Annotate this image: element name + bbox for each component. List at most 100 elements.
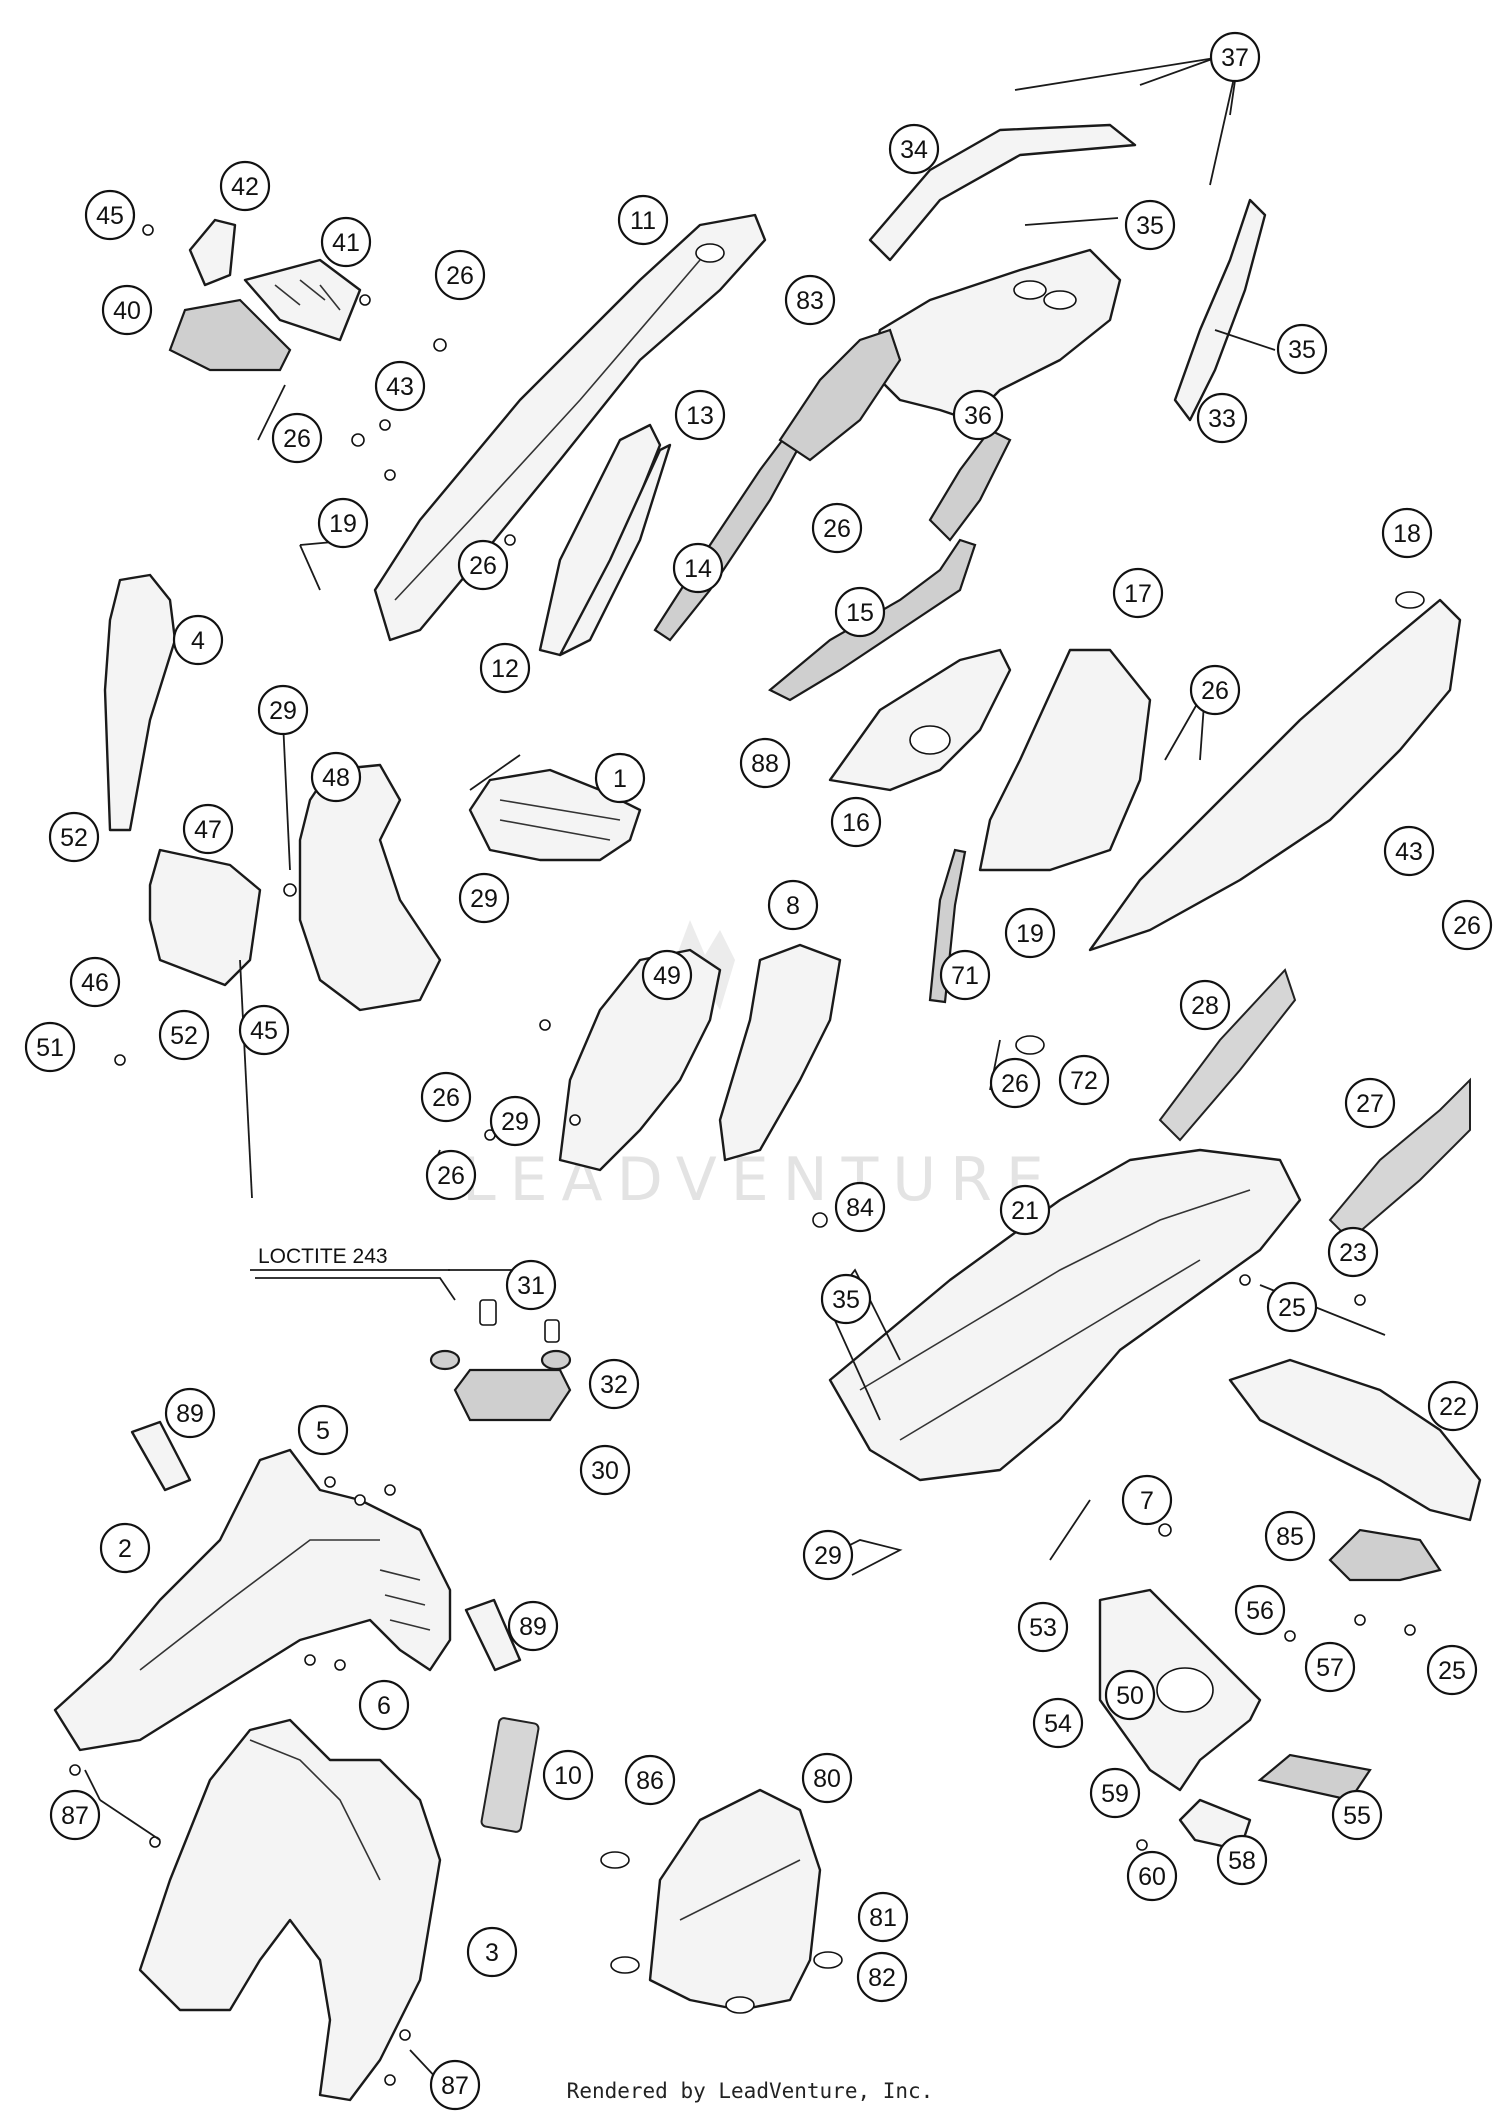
callout-21: 21 <box>999 1184 1051 1236</box>
callout-circle <box>1017 1601 1069 1653</box>
callout-number: 51 <box>36 1034 64 1062</box>
callout-circle <box>1327 1226 1379 1278</box>
callout-number: 88 <box>751 750 779 778</box>
callout-circle <box>1104 1669 1156 1721</box>
callout-71: 71 <box>939 949 991 1001</box>
callout-circle <box>802 1529 854 1581</box>
callout-88: 88 <box>739 737 791 789</box>
callout-circle <box>767 879 819 931</box>
callout-26: 26 <box>457 539 509 591</box>
callout-43: 43 <box>374 360 426 412</box>
callout-circle <box>857 1891 909 1943</box>
callout-4: 4 <box>172 614 224 666</box>
callout-number: 48 <box>322 764 350 792</box>
callout-number: 13 <box>686 402 714 430</box>
callout-circle <box>69 956 121 1008</box>
callout-number: 4 <box>191 627 205 655</box>
callout-26: 26 <box>434 249 486 301</box>
callout-circle <box>820 1273 872 1325</box>
callout-circle <box>317 497 369 549</box>
callout-82: 82 <box>856 1951 908 2003</box>
callout-circle <box>617 194 669 246</box>
callout-number: 18 <box>1393 520 1421 548</box>
callout-circle <box>271 412 323 464</box>
callout-circle <box>1304 1641 1356 1693</box>
callout-37: 37 <box>1209 31 1261 83</box>
callout-circle <box>507 1600 559 1652</box>
callout-26: 26 <box>420 1071 472 1123</box>
callout-29: 29 <box>257 684 309 736</box>
callout-48: 48 <box>310 751 362 803</box>
callout-circle <box>1004 907 1056 959</box>
callout-number: 25 <box>1438 1657 1466 1685</box>
callout-number: 80 <box>813 1765 841 1793</box>
callout-number: 26 <box>446 262 474 290</box>
callout-13: 13 <box>674 389 726 441</box>
callout-35: 35 <box>1124 199 1176 251</box>
callout-circle <box>434 249 486 301</box>
callout-circle <box>425 1149 477 1201</box>
callout-52: 52 <box>158 1009 210 1061</box>
callout-circle <box>624 1754 676 1806</box>
callout-circle <box>1234 1584 1286 1636</box>
callout-circle <box>1209 31 1261 83</box>
callout-circle <box>739 737 791 789</box>
callout-circle <box>1189 664 1241 716</box>
callout-number: 25 <box>1278 1294 1306 1322</box>
callout-41: 41 <box>320 216 372 268</box>
callout-86: 86 <box>624 1754 676 1806</box>
callout-10: 10 <box>542 1749 594 1801</box>
callout-circle <box>310 751 362 803</box>
callout-34: 34 <box>888 123 940 175</box>
callout-18: 18 <box>1381 507 1433 559</box>
callout-26: 26 <box>811 502 863 554</box>
callout-26: 26 <box>989 1057 1041 1109</box>
callout-89: 89 <box>507 1600 559 1652</box>
callout-circle <box>164 1387 216 1439</box>
callout-number: 86 <box>636 1767 664 1795</box>
callout-number: 89 <box>176 1400 204 1428</box>
callout-number: 26 <box>1453 912 1481 940</box>
callout-30: 30 <box>579 1444 631 1496</box>
callout-circle <box>320 216 372 268</box>
callout-circle <box>358 1679 410 1731</box>
callout-number: 29 <box>470 885 498 913</box>
callout-25: 25 <box>1266 1281 1318 1333</box>
callout-83: 83 <box>784 274 836 326</box>
callout-circle <box>182 803 234 855</box>
callout-circle <box>238 1004 290 1056</box>
callout-number: 28 <box>1191 992 1219 1020</box>
callout-circle <box>674 389 726 441</box>
callout-circle <box>505 1259 557 1311</box>
callout-circle <box>542 1749 594 1801</box>
loctite-label: LOCTITE 243 <box>258 1245 388 1268</box>
callout-number: 1 <box>613 765 627 793</box>
callout-circle <box>641 949 693 1001</box>
callout-circle <box>172 614 224 666</box>
callout-number: 35 <box>1136 212 1164 240</box>
callout-54: 54 <box>1032 1697 1084 1749</box>
callout-circle <box>1331 1789 1383 1841</box>
callout-number: 72 <box>1070 1067 1098 1095</box>
callout-circle <box>1216 1834 1268 1886</box>
callout-42: 42 <box>219 160 271 212</box>
callout-number: 26 <box>1001 1070 1029 1098</box>
callout-number: 43 <box>386 373 414 401</box>
callout-circle <box>1383 825 1435 877</box>
callout-85: 85 <box>1264 1510 1316 1562</box>
callout-59: 59 <box>1089 1767 1141 1819</box>
callout-circle <box>1058 1054 1110 1106</box>
callout-31: 31 <box>505 1259 557 1311</box>
callout-circle <box>457 539 509 591</box>
callout-49: 49 <box>641 949 693 1001</box>
footer-credit: Rendered by LeadVenture, Inc. <box>567 2079 934 2103</box>
callout-number: 84 <box>846 1194 874 1222</box>
callout-number: 29 <box>501 1108 529 1136</box>
callout-number: 26 <box>1201 677 1229 705</box>
callout-number: 17 <box>1124 580 1152 608</box>
callout-number: 10 <box>554 1762 582 1790</box>
callout-circle <box>1427 1380 1479 1432</box>
callout-29: 29 <box>802 1529 854 1581</box>
callout-circle <box>888 123 940 175</box>
callout-29: 29 <box>458 872 510 924</box>
